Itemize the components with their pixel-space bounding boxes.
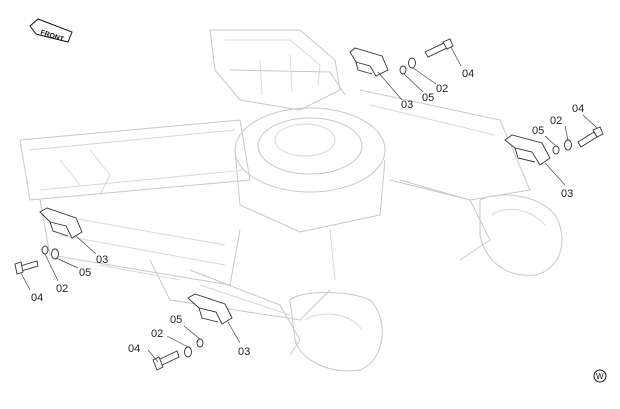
guard-assembly-right (504, 114, 604, 186)
guard-plate (39, 207, 83, 239)
plain-washer (51, 248, 59, 260)
guard-plate (504, 134, 551, 166)
callout-05: 05 (532, 125, 544, 137)
callout-02: 02 (436, 83, 448, 95)
callout-05: 05 (170, 314, 182, 326)
guard-assembly-left (14, 207, 97, 291)
callout-02: 02 (151, 328, 163, 340)
callout-03: 03 (96, 254, 108, 266)
bolt (424, 38, 454, 58)
callout-04: 04 (128, 343, 140, 355)
plain-washer (408, 57, 416, 69)
bolt (152, 350, 180, 371)
callout-04: 04 (572, 103, 584, 115)
callout-03: 03 (401, 99, 413, 111)
callout-04: 04 (462, 68, 474, 80)
guard-plate (187, 293, 233, 325)
guard-plate (349, 47, 389, 77)
plain-washer (196, 338, 204, 348)
spring-washer (552, 145, 560, 155)
svg-text:W: W (596, 372, 604, 381)
callout-03: 03 (561, 188, 573, 200)
guard-assembly-upper-center (349, 38, 462, 101)
callout-02: 02 (56, 283, 68, 295)
callout-05: 05 (422, 92, 434, 104)
front-direction-arrow: FRONT (29, 18, 73, 44)
bolt (577, 126, 604, 148)
callout-05: 05 (79, 267, 91, 279)
w-symbol: W (593, 369, 607, 383)
guard-assembly-lower-center (147, 293, 241, 371)
spring-washer (184, 346, 192, 358)
plain-washer (564, 139, 572, 151)
callout-03: 03 (238, 346, 250, 358)
callout-02: 02 (550, 115, 562, 127)
callout-04: 04 (31, 292, 43, 304)
spring-washer (399, 65, 407, 75)
spring-washer (41, 245, 49, 255)
bolt (14, 260, 39, 275)
track-frame-outline (19, 29, 563, 372)
